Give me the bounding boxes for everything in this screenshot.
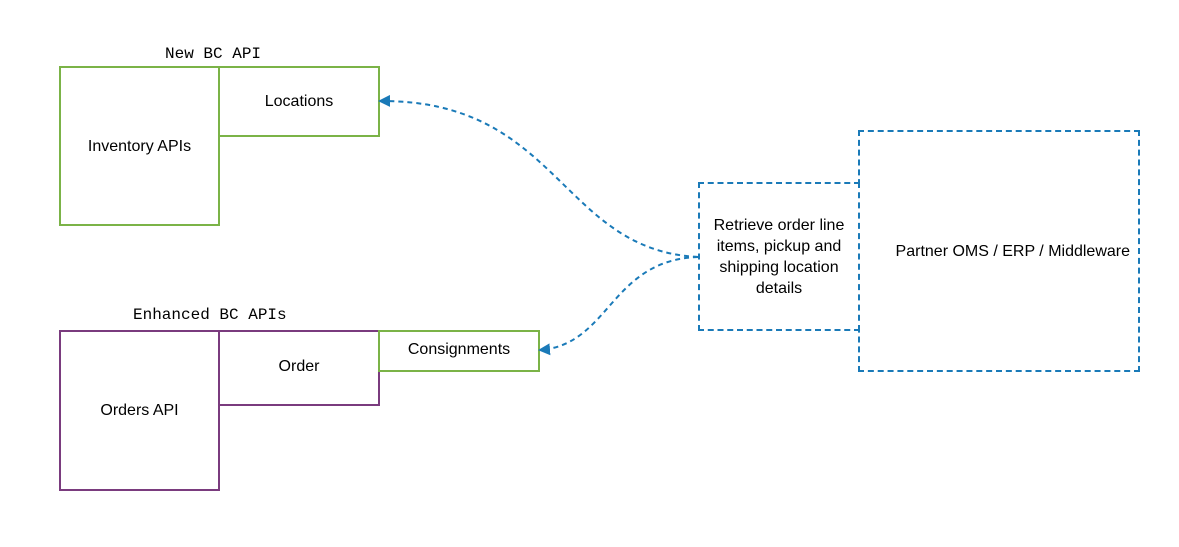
consignments-label: Consignments <box>407 340 511 358</box>
orders-api-label: Orders API <box>100 402 179 419</box>
enhanced-bc-apis-caption: Enhanced BC APIs <box>133 306 287 324</box>
new-bc-api-caption: New BC API <box>165 45 262 63</box>
retrieve-process-label: Retrieve order line items, pickup and sh… <box>713 216 845 297</box>
inventory-apis-box: Inventory APIs <box>59 66 220 226</box>
retrieve-process-box: Retrieve order line items, pickup and sh… <box>698 182 860 331</box>
order-box: Order <box>218 330 380 406</box>
consignments-box: Consignments <box>378 330 540 372</box>
partner-oms-label: Partner OMS / ERP / Middleware <box>895 242 1130 260</box>
orders-api-box: Orders API <box>59 330 220 491</box>
locations-label: Locations <box>264 93 334 110</box>
inventory-apis-label: Inventory APIs <box>87 137 192 155</box>
arrow-to-locations <box>378 94 699 258</box>
arrow-to-consignments <box>538 256 699 356</box>
locations-box: Locations <box>218 66 380 137</box>
order-label: Order <box>278 357 320 375</box>
